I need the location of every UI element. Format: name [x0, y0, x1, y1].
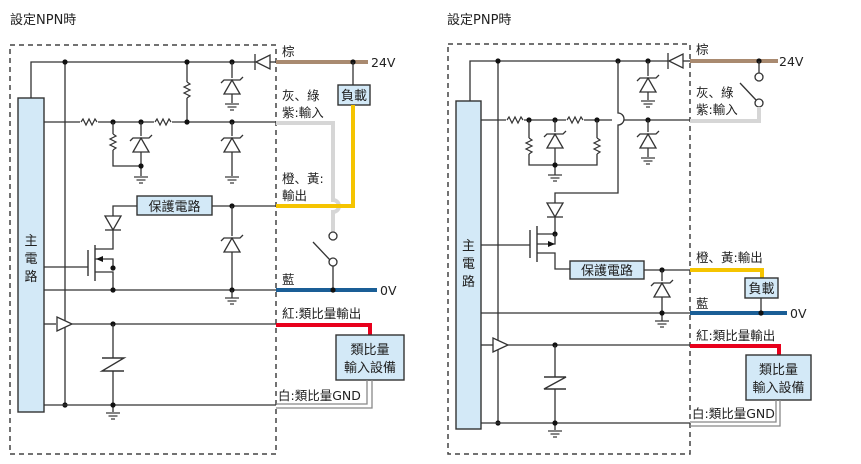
pnp-mosfet-icon [529, 226, 570, 270]
npn-load-label: 負載 [341, 89, 367, 104]
pnp-input-label-2: 紫:輸入 [696, 102, 738, 117]
pnp-divider-resistor-icon [525, 137, 533, 155]
pnp-ground-icon [640, 157, 656, 165]
pnp-zener-input-icon [543, 130, 567, 149]
npn-mosfet-icon [87, 230, 116, 289]
pnp-zener-input2-icon [636, 130, 660, 149]
npn-reverse-diode-icon [254, 53, 276, 71]
pnp-gray-input-wire [690, 107, 761, 123]
npn-main-label-2: 電 [24, 252, 37, 267]
pnp-output-diode-icon [545, 202, 565, 219]
npn-blue-label: 藍 [282, 272, 295, 287]
pnp-zener-output-icon [650, 279, 674, 298]
pnp-ground-icon [547, 430, 563, 438]
npn-ground-icon [224, 103, 240, 111]
pnp-load-label: 負載 [748, 282, 774, 297]
pnp-main-label-2: 電 [462, 257, 475, 272]
pnp-reverse-diode-icon [667, 52, 690, 70]
npn-amplifier-icon [56, 315, 74, 333]
pnp-blue-label: 藍 [696, 296, 709, 311]
npn-red-label: 紅:類比量輸出 [282, 306, 361, 321]
npn-brown-label: 棕 [282, 44, 295, 59]
npn-varistor-icon [99, 357, 127, 372]
pnp-amplifier-icon [492, 336, 510, 354]
npn-ground-icon [224, 176, 240, 184]
pnp-ground-icon [547, 174, 563, 182]
pnp-varistor-icon [543, 376, 567, 390]
npn-top-rail [30, 61, 255, 98]
npn-ground-icon [105, 412, 121, 420]
npn-zener-top-icon [220, 76, 244, 95]
pnp-main-circuit-box [455, 100, 482, 430]
pnp-top-rail [469, 60, 668, 101]
pnp-0v-label: 0V [790, 306, 807, 321]
pnp-divider-resistor2-icon [593, 137, 601, 155]
npn-yellow-output-wire [276, 105, 355, 208]
pnp-red-wire [690, 344, 781, 355]
pnp-24v-label: 24V [779, 54, 804, 69]
pnp-protection-circuit-label: 保護電路 [581, 263, 633, 279]
npn-analog-device-label-1: 類比量 [350, 343, 389, 358]
pnp-output-label: 橙、黃:輸出 [696, 250, 763, 265]
npn-main-label-3: 路 [24, 269, 37, 285]
npn-white-wire [276, 380, 373, 409]
npn-pullup-resistor-icon [183, 81, 191, 99]
npn-white-label: 白:類比量GND [278, 388, 361, 403]
pnp-analog-device-label-2: 輸入設備 [752, 380, 804, 396]
pnp-title: 設定PNP時 [447, 12, 511, 28]
pnp-red-label: 紅:類比量輸出 [696, 328, 775, 343]
pnp-input-label-1: 灰、綠 [696, 85, 734, 100]
pnp-main-label-1: 主 [462, 239, 475, 254]
npn-ground-icon [224, 297, 240, 305]
npn-zener-output-icon [220, 234, 244, 253]
npn-zener-input2-icon [220, 134, 244, 153]
pnp-analog-device-box [745, 354, 812, 401]
npn-ground-icon [133, 176, 149, 184]
npn-sensor-boundary [9, 44, 277, 455]
npn-analog-device-label-2: 輸入設備 [344, 360, 396, 376]
npn-output-label-1: 橙、黃: [282, 171, 324, 186]
pnp-input-switch-icon[interactable] [739, 61, 764, 108]
npn-analog-device-box [335, 334, 405, 381]
pnp-yellow-output-wire [690, 268, 764, 278]
npn-input-switch-icon[interactable] [312, 231, 338, 290]
npn-zener-input-icon [129, 134, 153, 153]
pnp-brown-label: 棕 [696, 42, 709, 57]
pnp-analog-device-label-1: 類比量 [759, 363, 798, 378]
npn-0v-label: 0V [380, 283, 397, 298]
npn-output-label-2: 輸出 [282, 188, 307, 203]
npn-input-label-1: 灰、綠 [282, 88, 320, 103]
npn-output-diode-icon [103, 215, 123, 232]
npn-diagram: 設定NPN時 主 電 路 [9, 12, 405, 455]
npn-24v-label: 24V [371, 55, 396, 70]
pnp-zener-top-icon [636, 74, 660, 93]
npn-red-wire [276, 323, 372, 336]
npn-title: 設定NPN時 [10, 12, 76, 28]
npn-protection-circuit-label: 保護電路 [148, 199, 200, 215]
npn-main-label-1: 主 [24, 234, 37, 249]
npn-divider-resistor-icon [109, 133, 117, 151]
pnp-diagram: 設定PNP時 主 電 路 [447, 12, 812, 455]
pnp-white-label: 白:類比量GND [692, 406, 775, 421]
pnp-white-wire [690, 400, 781, 427]
pnp-sensor-boundary [447, 43, 691, 455]
pnp-ground-icon [640, 100, 656, 108]
pnp-ground-icon [654, 320, 670, 328]
npn-input-label-2: 紫:輸入 [282, 105, 324, 120]
pnp-feed-line [554, 61, 625, 200]
pnp-main-label-3: 路 [462, 274, 475, 290]
